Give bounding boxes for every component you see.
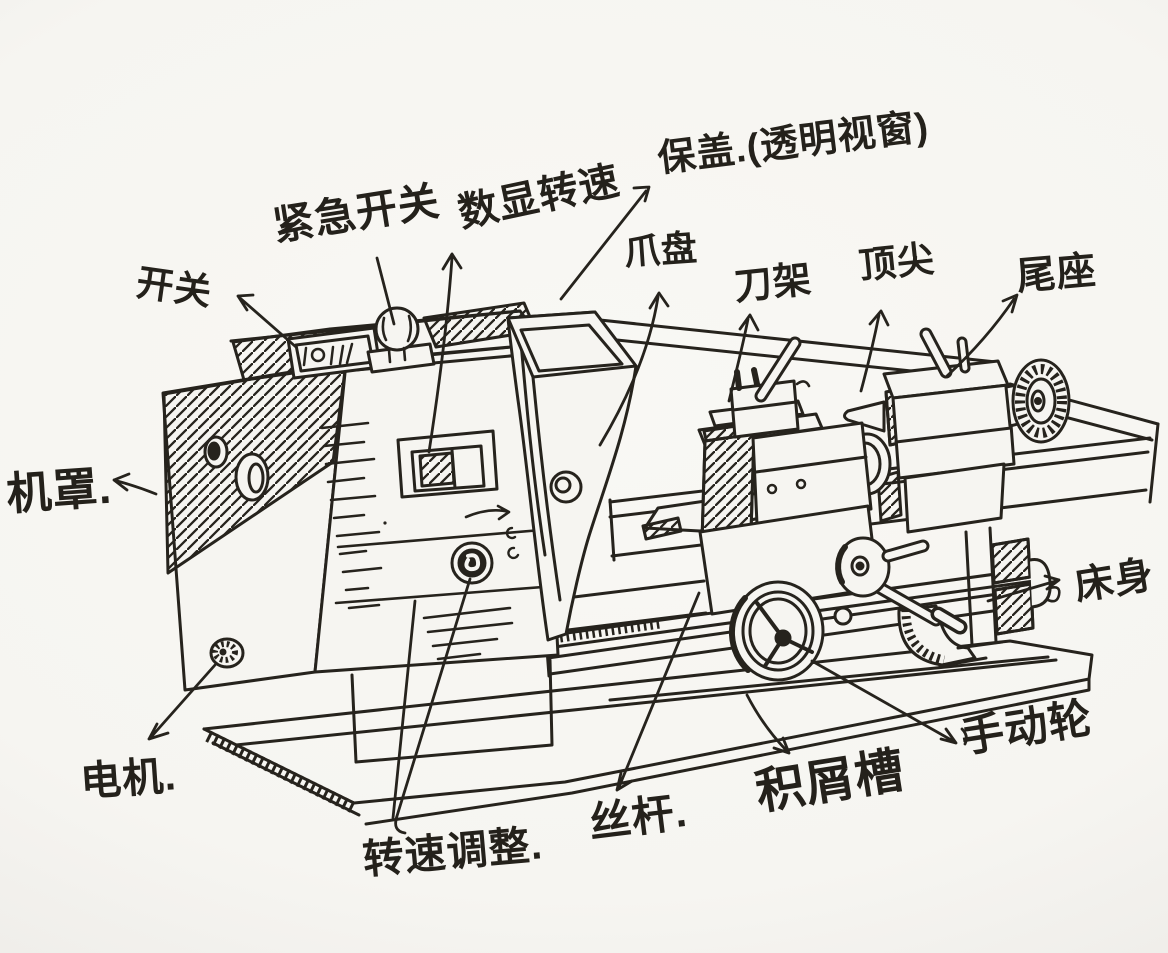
arrow-handwheel [810,659,968,746]
tailstock [882,327,1071,636]
arrow-bed [986,574,1061,603]
arrow-cover [559,185,651,301]
label-motor: 电机. [78,752,179,805]
arrow-chuck [598,291,670,447]
arrow-hood [112,472,158,496]
speed-knob-icon [450,541,494,585]
label-lead-screw: 丝杆. [586,787,690,847]
emergency-button-icon [366,306,436,374]
arrow-chiptray [745,693,791,755]
arrow-leadscrew [615,591,701,792]
top-controls [286,306,436,380]
arrow-switch [236,293,298,349]
label-switch: 开关 [133,261,215,314]
label-center-tip: 顶尖 [857,238,937,287]
arrow-toolpost [727,313,760,403]
arrow-speed-adjust [391,577,472,835]
cover-window-icon [549,470,583,504]
dead-center-icon [843,400,886,433]
label-tailstock: 尾座 [1014,248,1099,299]
arrow-tailstock [945,293,1019,378]
apron-handwheel-icon [729,580,825,682]
label-machine-hood: 机罩. [4,461,114,520]
arrow-speed-display [427,252,463,454]
chuck-cover [506,310,638,642]
arrow-motor [147,663,217,741]
arrow-emergency [375,256,396,326]
label-chuck: 爪盘 [622,226,700,273]
tailstock-handwheel-icon [1004,358,1071,444]
label-tool-post: 刀架 [732,258,815,309]
digital-display-icon [396,429,499,499]
crank-handle-icon [833,536,968,635]
arrow-center [859,309,890,393]
headstock [161,301,560,692]
leader-lines [112,185,1061,835]
carriage-toolpost [641,336,880,616]
